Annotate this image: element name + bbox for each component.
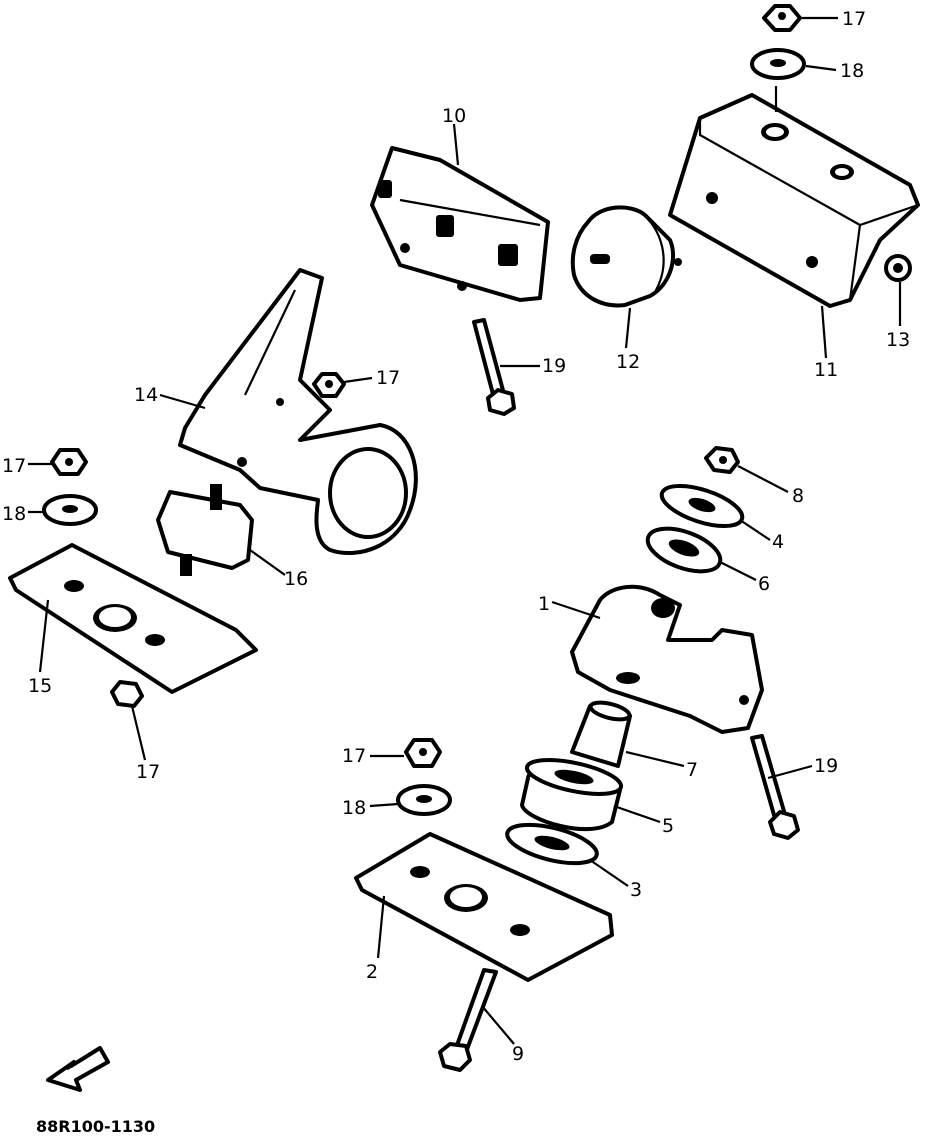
callout-1: 1 xyxy=(538,593,550,615)
callout-11: 11 xyxy=(814,359,838,381)
part-17-nut-bracket14 xyxy=(312,372,346,398)
callout-4: 4 xyxy=(772,531,784,553)
part-13-grommet xyxy=(884,254,912,282)
part-8-nut xyxy=(704,446,740,474)
drawing-code: 88R100-1130 xyxy=(36,1117,155,1136)
part-2-plate-center xyxy=(354,832,614,982)
callout-5: 5 xyxy=(662,815,674,837)
part-1-bracket-arm xyxy=(570,584,764,734)
part-17-nut-center xyxy=(404,738,442,768)
part-19-bolt-top xyxy=(472,318,516,416)
fwd-direction-arrow: FWD xyxy=(46,1046,110,1092)
part-5-rubber-cylinder xyxy=(520,758,624,832)
callout-2: 2 xyxy=(366,961,378,983)
callout-18-top-right: 18 xyxy=(840,60,864,82)
callout-17-bracket14: 17 xyxy=(376,367,400,389)
part-4-washer xyxy=(659,483,745,529)
callout-3: 3 xyxy=(630,879,642,901)
callout-19-right: 19 xyxy=(814,755,838,777)
part-15-plate-left xyxy=(8,543,258,694)
part-17-nut-top-right xyxy=(762,4,802,32)
part-18-washer-left xyxy=(42,494,98,526)
part-16-rubber-mount xyxy=(156,484,254,576)
part-7-collar xyxy=(570,700,632,768)
callout-18-left: 18 xyxy=(2,503,26,525)
callout-7: 7 xyxy=(686,759,698,781)
callout-15: 15 xyxy=(28,675,52,697)
callout-10: 10 xyxy=(442,105,466,127)
callout-6: 6 xyxy=(758,573,770,595)
part-18-washer-center xyxy=(396,784,452,816)
part-17-nut-left xyxy=(50,448,88,476)
callout-labels: 17 18 11 13 10 12 19 17 14 17 18 16 15 1… xyxy=(2,8,910,1065)
callout-17-center: 17 xyxy=(342,745,366,767)
leader-lines xyxy=(28,16,902,1045)
part-19-bolt-right xyxy=(750,734,800,840)
callout-19-top: 19 xyxy=(542,355,566,377)
callout-17-below-plate15: 17 xyxy=(136,761,160,783)
part-10-bracket xyxy=(370,146,550,302)
part-18-washer-top-right xyxy=(750,48,806,80)
callout-12: 12 xyxy=(616,351,640,373)
part-17-nut-below-plate15 xyxy=(110,680,144,708)
callout-18-center: 18 xyxy=(342,797,366,819)
part-6-rubber-bush xyxy=(645,526,723,574)
callout-9: 9 xyxy=(512,1043,524,1065)
callout-17-top-right: 17 xyxy=(842,8,866,30)
part-9-bolt xyxy=(438,968,498,1072)
callout-16: 16 xyxy=(284,568,308,590)
part-14-ring-bracket xyxy=(178,268,418,556)
callout-17-left: 17 xyxy=(2,455,26,477)
part-3-washer xyxy=(505,822,599,866)
part-11-housing xyxy=(668,93,920,308)
part-12-canister xyxy=(570,205,682,308)
callout-13: 13 xyxy=(886,329,910,351)
callout-8: 8 xyxy=(792,485,804,507)
callout-14: 14 xyxy=(134,384,158,406)
